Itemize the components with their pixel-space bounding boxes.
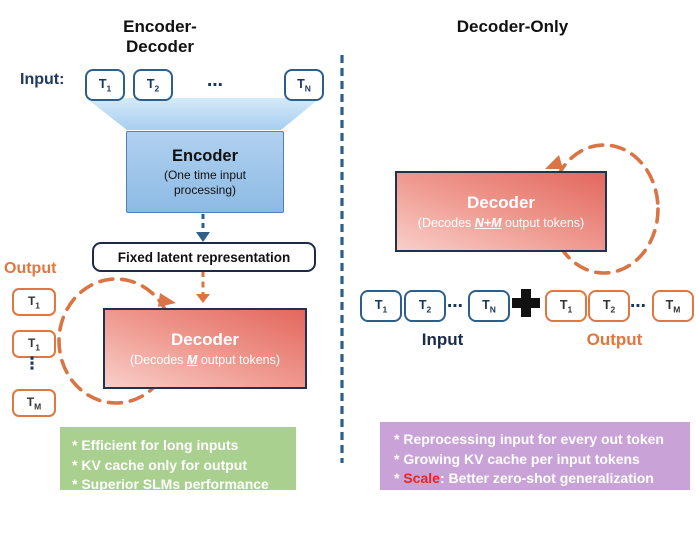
token-label: TN [297,77,311,93]
decoder-title: Decoder [170,330,240,349]
note-line-scale: * Scale: Better zero-shot generalization [394,469,690,489]
note-scale-highlight: Scale [403,470,440,486]
token-base: T [98,77,107,91]
encoder-box: Encoder (One time input processing) [126,131,284,213]
encoder-subtitle: (One time input processing) [163,167,247,197]
right-input-token-1: T1 [360,290,402,322]
token-base: T [602,298,611,312]
funnel-shape [86,98,320,130]
token-base: T [27,336,36,351]
token-sub: 2 [610,304,616,315]
input-token-1: T1 [85,69,125,101]
note-line: * Superior SLMs performance [72,476,269,492]
subtitle-emph: N+M [474,216,502,230]
token-sub: 1 [567,304,573,315]
latent-to-decoder-arrow [196,271,210,303]
output-label-right: Output [586,330,643,349]
token-base: T [418,298,427,312]
arrow-head [196,232,210,242]
input-label-right: Input [421,330,464,349]
token-label: TN [482,298,496,314]
subtitle-prefix: (Decodes [417,216,475,230]
token-label: T1 [28,336,40,352]
fixed-latent-representation-box: Fixed latent representation [92,242,316,272]
token-sub: 1 [382,304,388,315]
subtitle-suffix: output tokens) [197,353,281,367]
token-label: TM [666,298,681,314]
token-sub: M [34,401,42,412]
right-input-ellipsis: ⋯ [447,298,463,315]
right-output-token-1: T1 [545,290,587,322]
token-label: T1 [28,294,40,310]
panel-title-decoder-only: Decoder-Only [456,17,569,36]
arrow-head [196,294,210,303]
token-label: T2 [419,298,431,314]
token-base: T [482,298,490,312]
output-ellipsis-vertical: ⋮ [23,354,41,373]
token-sub: N [304,83,311,94]
right-output-ellipsis: ⋯ [630,298,646,315]
token-sub: 1 [35,342,41,353]
input-token-2: T2 [133,69,173,101]
note-line: * Reprocessing input for every out token [394,431,664,447]
decoder-box-right: Decoder (Decodes N+M output tokens) [395,171,607,252]
token-sub: 2 [426,304,432,315]
token-label: T1 [99,77,111,93]
right-input-token-2: T2 [404,290,446,322]
decoder-only-notes: * Reprocessing input for every out token… [380,422,690,490]
encoder-to-latent-arrow [196,214,210,242]
token-sub: 1 [106,83,112,94]
token-sub: N [489,304,496,315]
input-token-n: TN [284,69,324,101]
token-sub: 2 [154,83,160,94]
token-base: T [297,77,305,91]
input-label: Input: [20,71,65,88]
decoder-box-left: Decoder (Decodes M output tokens) [103,308,307,389]
output-token-1: T1 [12,288,56,316]
token-label: T1 [560,298,572,314]
note-line: * Efficient for long inputs [72,437,239,453]
output-token-2: T1 [12,330,56,358]
output-token-m: TM [12,389,56,417]
encoder-title: Encoder [171,146,239,165]
plus-icon [512,289,540,317]
subtitle-suffix: output tokens) [501,216,585,230]
subtitle-prefix: (Decodes [129,353,187,367]
loop-arrow-head [158,293,176,307]
token-label: T1 [375,298,387,314]
token-base: T [374,298,383,312]
token-label: TM [27,395,41,411]
subtitle-emph: M [186,353,198,367]
token-sub: M [673,304,681,315]
token-base: T [26,395,35,410]
note-rest: : Better zero-shot generalization [439,470,654,486]
decoder-subtitle: (Decodes N+M output tokens) [418,216,584,230]
note-line: * Growing KV cache per input tokens [394,450,640,467]
token-label: T2 [603,298,615,314]
output-label-left: Output [4,260,57,277]
token-base: T [146,77,155,91]
right-output-token-m: TM [652,290,694,322]
token-sub: 1 [35,300,41,311]
right-input-token-n: TN [468,290,510,322]
note-prefix: * [394,470,404,486]
decoder-subtitle: (Decodes M output tokens) [130,353,280,367]
encoder-decoder-notes: * Efficient for long inputs * KV cache o… [60,427,296,492]
token-base: T [27,294,36,309]
decoder-title: Decoder [466,193,536,212]
loop-arrow-head [545,155,563,169]
token-label: T2 [147,77,159,93]
right-output-token-2: T2 [588,290,630,322]
input-ellipsis: ⋯ [207,77,223,94]
panel-title-encoder-decoder: Encoder-Decoder [123,17,197,56]
token-base: T [665,298,674,312]
latent-label: Fixed latent representation [117,249,291,265]
token-base: T [559,298,568,312]
note-line: * KV cache only for output [72,456,248,473]
